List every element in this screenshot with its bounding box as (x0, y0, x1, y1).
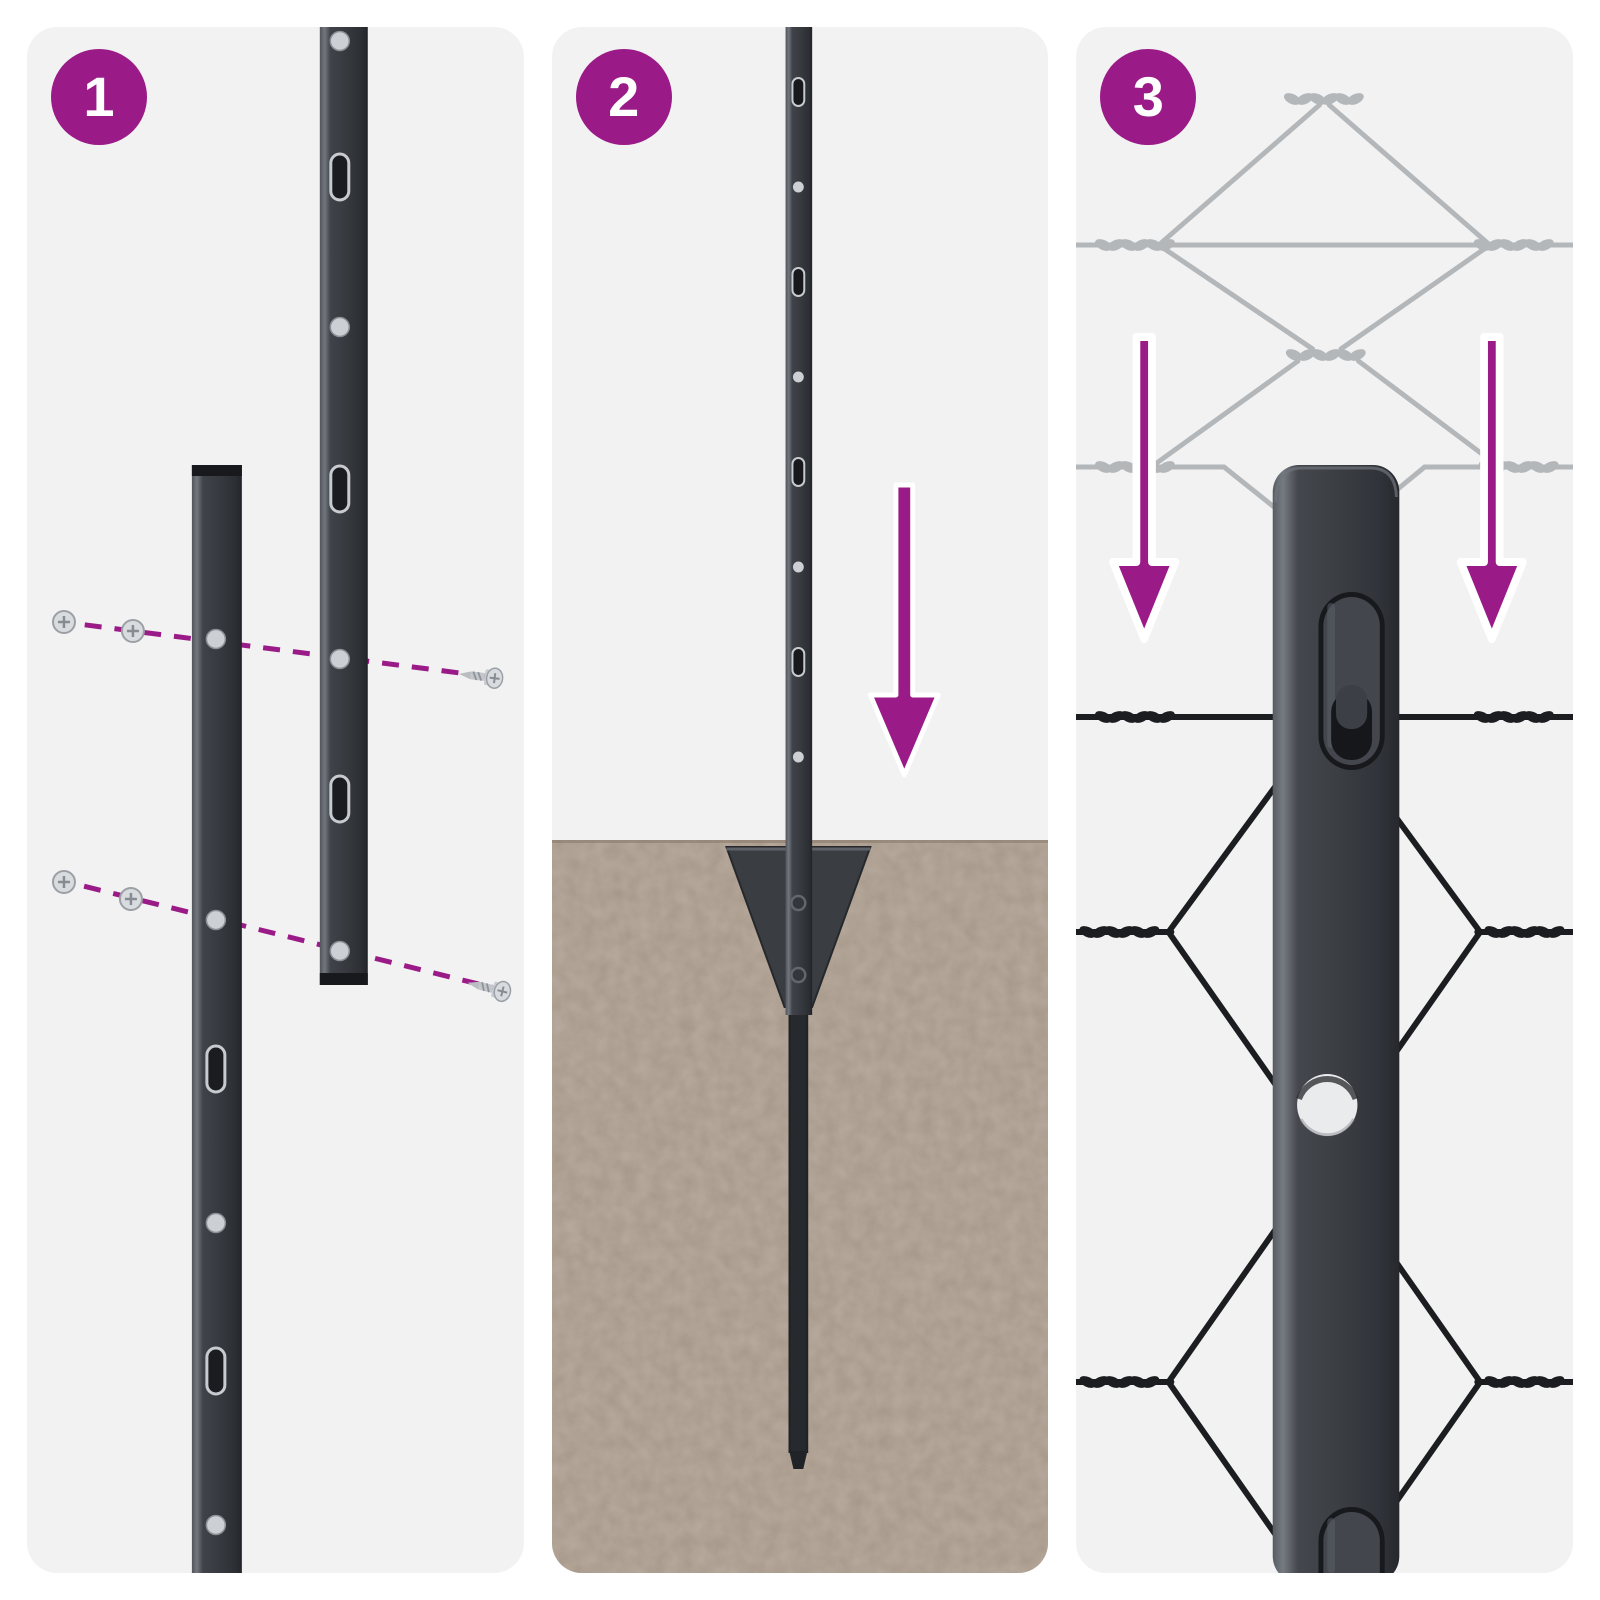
post-end-cap (191, 465, 242, 476)
anchor-bolt (789, 966, 807, 984)
post-hole (792, 371, 804, 383)
screw-icon (120, 619, 145, 643)
step-number: 3 (1132, 65, 1164, 128)
down-arrow-icon (1457, 333, 1528, 643)
post-slot (205, 1346, 227, 1396)
down-arrow-icon (867, 482, 941, 778)
post-hole (792, 751, 804, 763)
post-hole (205, 628, 227, 650)
step-3-illustration (1076, 90, 1574, 1573)
fence-post-left (191, 465, 242, 1573)
post-hook-tab (1318, 592, 1386, 770)
step-number: 1 (83, 65, 115, 128)
post-slot (791, 267, 805, 297)
step-1-panel: 1 (27, 27, 524, 1573)
post-hole (205, 1514, 227, 1536)
screw-icon (51, 870, 76, 894)
post-end-cap (319, 973, 368, 985)
step-badge: 2 (575, 49, 672, 145)
step-2-panel: 2 (551, 27, 1049, 1573)
post-hole (205, 909, 227, 931)
step-badge: 1 (51, 49, 147, 145)
step-3-panel: 3 (1076, 27, 1574, 1573)
post-slot (205, 1044, 227, 1094)
post-slot (329, 774, 351, 824)
screw-icon (458, 667, 504, 689)
screw-icon (51, 610, 76, 634)
screw-icon (467, 980, 512, 1003)
fence-post (785, 27, 812, 1015)
fence-post-closeup (1273, 465, 1400, 1573)
step-number: 2 (608, 65, 640, 128)
post-hook-tab (1318, 1507, 1386, 1573)
step-2-illustration (551, 27, 1049, 1573)
post-hole (792, 181, 804, 193)
step-badge: 3 (1100, 49, 1197, 145)
post-slot (329, 152, 351, 202)
post-slot (791, 77, 805, 107)
fence-post-right (319, 27, 368, 985)
post-hole (329, 940, 351, 962)
down-arrow-icon (1109, 333, 1180, 643)
post-hole (1296, 1074, 1359, 1137)
post-hole (329, 30, 351, 52)
anchor-bolt (789, 894, 807, 912)
screw-icons-left (51, 610, 145, 911)
screw-guide-lines (54, 618, 508, 994)
post-hole (792, 561, 804, 573)
screw-icons-right (458, 667, 512, 1003)
post-hole (329, 316, 351, 338)
buried-post-section (788, 986, 808, 1469)
step-1-illustration (51, 27, 512, 1573)
screw-icon (118, 887, 143, 911)
post-hole (329, 648, 351, 670)
post-slot (791, 647, 805, 677)
post-slot (329, 464, 351, 514)
post-slot (791, 457, 805, 487)
post-hole (205, 1212, 227, 1234)
